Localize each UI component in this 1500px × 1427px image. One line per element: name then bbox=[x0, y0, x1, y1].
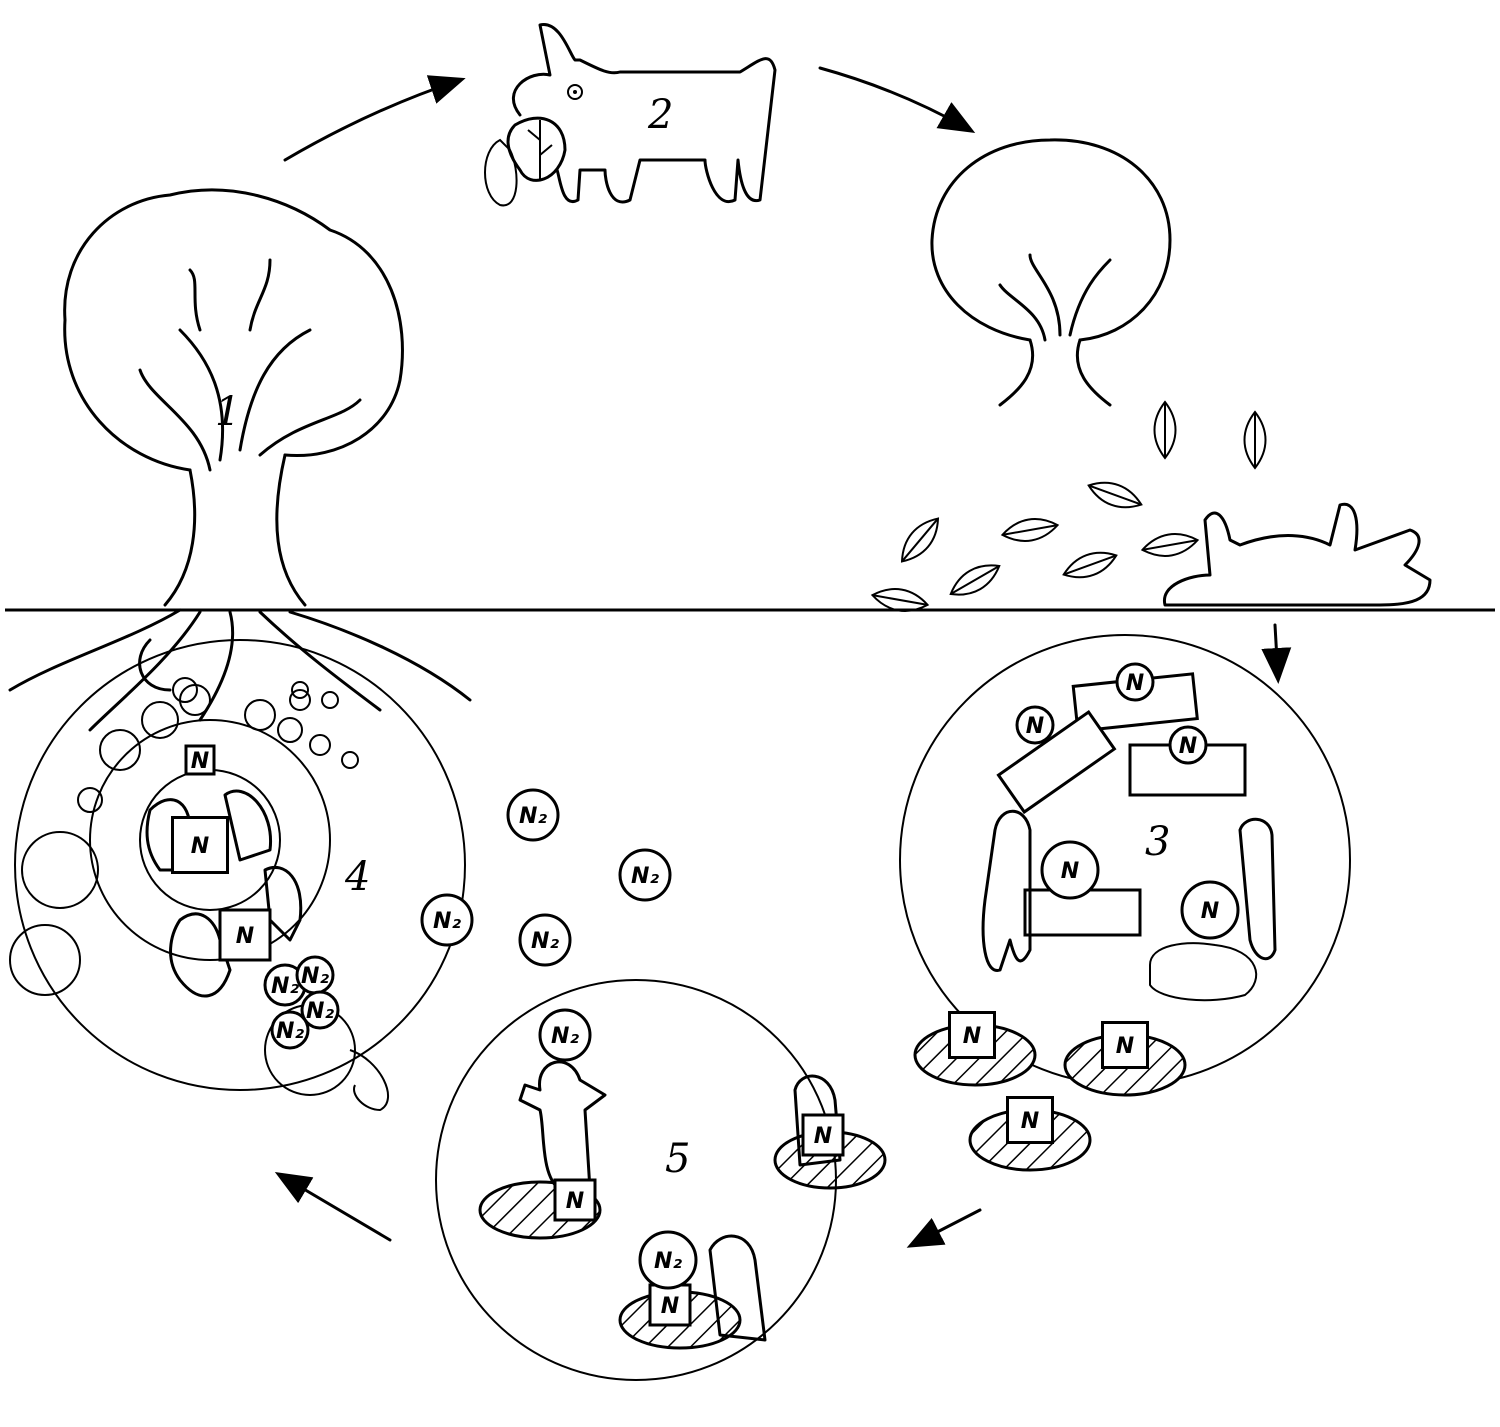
leaf-icon bbox=[1087, 481, 1143, 509]
dinitrogen-molecule: N₂ bbox=[263, 963, 307, 1007]
nitrogen-box: N bbox=[171, 816, 229, 874]
soil-cell bbox=[291, 681, 309, 699]
svg-text:N₂: N₂ bbox=[551, 1024, 579, 1049]
soil-cell bbox=[341, 751, 359, 769]
small-tree bbox=[930, 138, 1172, 407]
leaf-icon bbox=[1140, 533, 1200, 557]
nitrogen-atom: N bbox=[1168, 725, 1208, 765]
stage-label-3: 3 bbox=[1145, 819, 1170, 865]
leaf-icon bbox=[1243, 410, 1267, 470]
ammonification-circle bbox=[899, 634, 1351, 1086]
soil-cell bbox=[309, 734, 331, 756]
dinitrogen-molecule: N₂ bbox=[295, 955, 335, 995]
dinitrogen-molecule: N₂ bbox=[618, 848, 672, 902]
dead-animal bbox=[1163, 502, 1432, 607]
stage-label-5: 5 bbox=[665, 1136, 690, 1182]
svg-text:N₂: N₂ bbox=[519, 804, 547, 829]
dinitrogen-molecule: N₂ bbox=[506, 788, 560, 842]
soil-cell bbox=[99, 729, 141, 771]
leaf-icon bbox=[1153, 400, 1177, 460]
svg-text:N₂: N₂ bbox=[276, 1019, 304, 1044]
soil-cell bbox=[321, 691, 339, 709]
dinitrogen-molecule: N₂ bbox=[420, 893, 474, 947]
svg-text:N: N bbox=[191, 834, 209, 859]
nitrogen-box: N bbox=[1101, 1021, 1149, 1069]
falling-leaves bbox=[870, 400, 1267, 612]
svg-text:N₂: N₂ bbox=[531, 929, 559, 954]
svg-text:N: N bbox=[1116, 1034, 1134, 1059]
leaf-icon bbox=[1062, 551, 1118, 579]
nitrogen-atom: N bbox=[1180, 880, 1240, 940]
stage-label-2: 2 bbox=[647, 92, 673, 138]
nitrogen-atom: N bbox=[1040, 840, 1100, 900]
nitrogen-box: N bbox=[948, 1011, 996, 1059]
stage-label-1: 1 bbox=[215, 389, 240, 435]
svg-text:N: N bbox=[1021, 1109, 1039, 1134]
nitrogen-box: N bbox=[1006, 1096, 1054, 1144]
root-nodule-circle bbox=[9, 639, 466, 1112]
svg-text:N: N bbox=[566, 1189, 584, 1214]
nitrogen-atom: N bbox=[1115, 662, 1155, 702]
large-tree bbox=[8, 188, 472, 732]
soil-cell bbox=[77, 787, 103, 813]
cycle-arrows bbox=[274, 66, 1292, 1248]
nitrogen-atom: N bbox=[1015, 705, 1055, 745]
svg-text:N: N bbox=[236, 924, 254, 949]
nitrogen-box: N bbox=[218, 908, 272, 962]
svg-text:N: N bbox=[191, 749, 209, 774]
soil-cell bbox=[277, 717, 303, 743]
svg-text:N: N bbox=[963, 1024, 981, 1049]
leaf-icon bbox=[949, 564, 1001, 596]
soil-cell bbox=[9, 924, 81, 996]
soil-cell bbox=[141, 701, 179, 739]
soil-cell bbox=[172, 677, 198, 703]
svg-text:N₂: N₂ bbox=[271, 974, 299, 999]
svg-text:N: N bbox=[1179, 734, 1197, 759]
dinitrogen-molecule: N₂ bbox=[300, 990, 340, 1030]
dinitrogen-molecule: N₂ bbox=[638, 1230, 698, 1290]
grazing-animal bbox=[484, 23, 777, 207]
stage-label-4: 4 bbox=[344, 854, 370, 900]
nitrogen-box: N bbox=[553, 1178, 597, 1222]
soil-cell bbox=[289, 689, 311, 711]
svg-text:N: N bbox=[661, 1294, 679, 1319]
svg-text:N: N bbox=[1061, 859, 1079, 884]
soil-cell bbox=[21, 831, 99, 909]
svg-text:N: N bbox=[1201, 899, 1219, 924]
soil-cell bbox=[179, 684, 211, 716]
svg-text:N: N bbox=[814, 1124, 832, 1149]
nitrogen-box: N bbox=[184, 744, 216, 776]
dinitrogen-molecule: N₂ bbox=[518, 913, 572, 967]
leaf-icon bbox=[900, 517, 940, 563]
soil-cell bbox=[244, 699, 276, 731]
nitrogen-box: N bbox=[801, 1113, 845, 1157]
svg-text:N₂: N₂ bbox=[433, 909, 461, 934]
svg-text:N: N bbox=[1026, 714, 1044, 739]
nitrogen-box: N bbox=[648, 1283, 692, 1327]
svg-text:N: N bbox=[1126, 671, 1144, 696]
svg-text:N₂: N₂ bbox=[301, 964, 329, 989]
dinitrogen-molecule: N₂ bbox=[538, 1008, 592, 1062]
svg-text:N₂: N₂ bbox=[306, 999, 334, 1024]
svg-text:N₂: N₂ bbox=[631, 864, 659, 889]
leaf-icon bbox=[1000, 518, 1060, 542]
dinitrogen-molecule: N₂ bbox=[270, 1010, 310, 1050]
leaf-icon bbox=[870, 588, 930, 612]
svg-text:N₂: N₂ bbox=[654, 1249, 682, 1274]
